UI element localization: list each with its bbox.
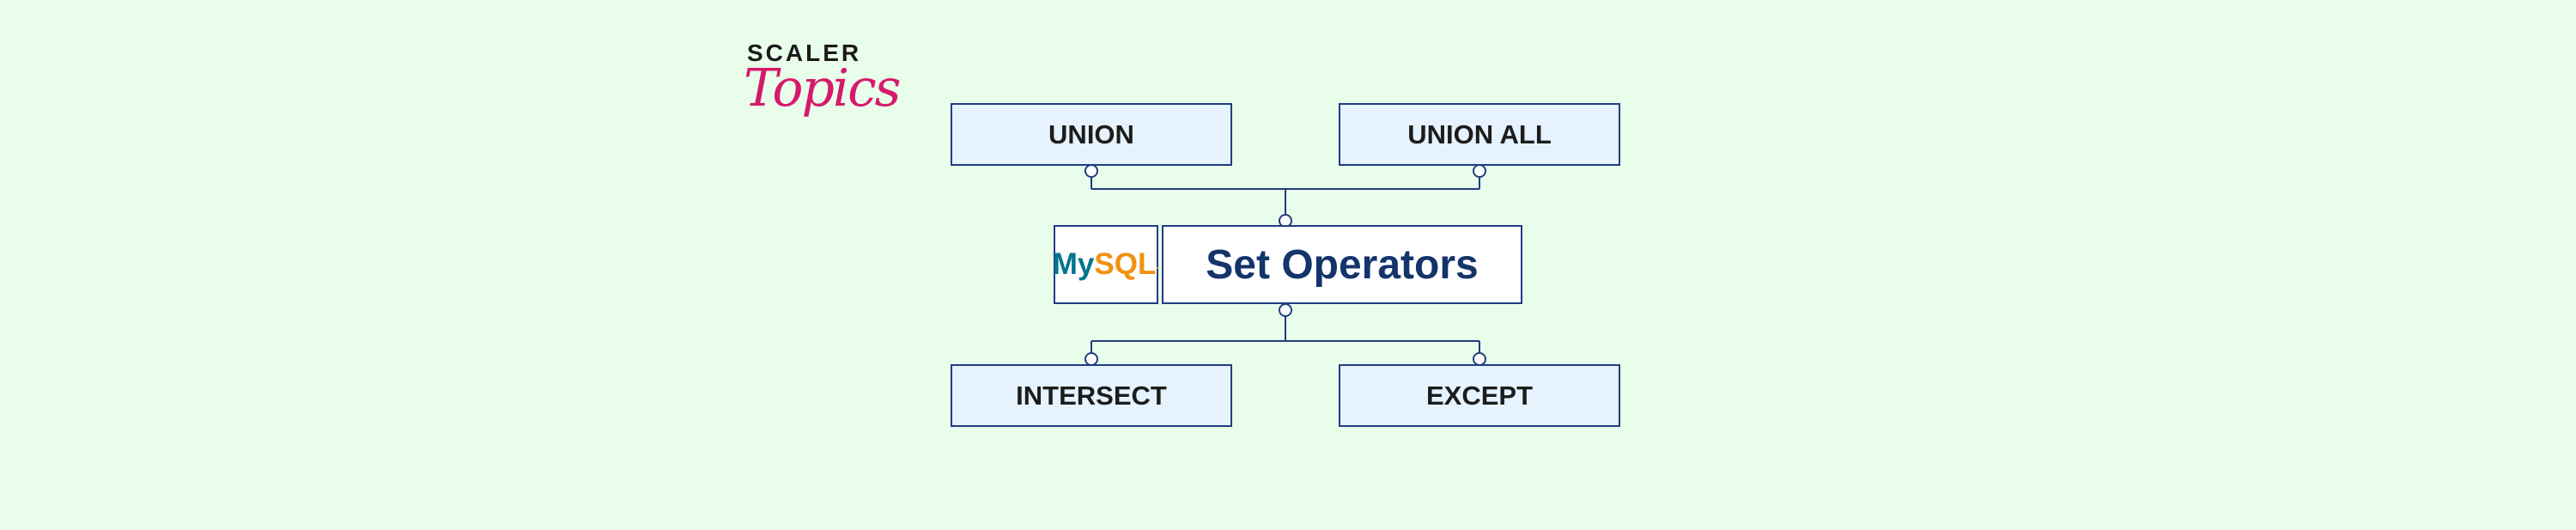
union-box: UNION [951,103,1232,166]
mysql-logo-mark: . [1156,258,1160,271]
connector-node-intersect [1084,352,1098,366]
mysql-logo-sql: SQL [1094,247,1157,281]
except-box: EXCEPT [1339,364,1620,427]
logo-wordmark: SCALER [747,40,862,66]
intersect-box: INTERSECT [951,364,1232,427]
connector-node-union-all [1473,164,1486,178]
set-operators-title: Set Operators [1162,225,1522,304]
scaler-topics-logo: SCALER Topics [744,40,901,125]
connector-node-except [1473,352,1486,366]
connector-node-center-bottom [1279,303,1292,317]
union-all-box: UNION ALL [1339,103,1620,166]
logo-script: Topics [744,58,901,119]
mysql-logo-my: My [1052,247,1095,281]
connector-node-union [1084,164,1098,178]
